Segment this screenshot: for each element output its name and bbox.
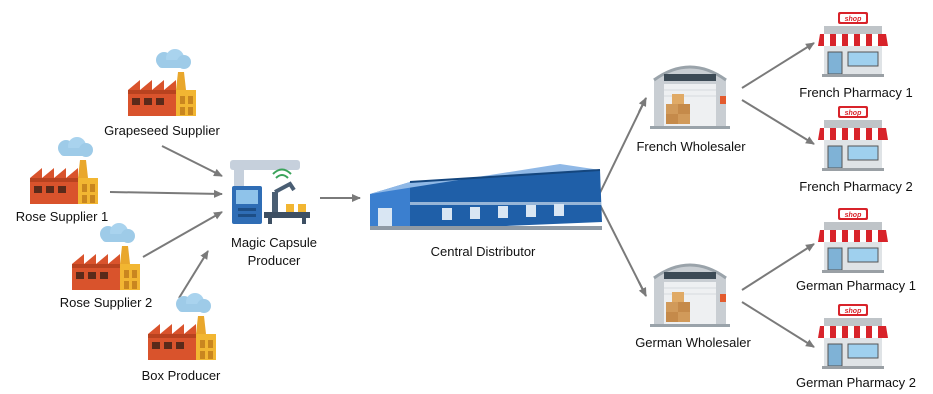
rose-supplier-1-factory-icon <box>30 137 98 204</box>
german-wholesaler-depot-icon <box>648 263 732 329</box>
french-wholesaler-label: French Wholesaler <box>636 139 746 154</box>
producer-label-line1: Magic Capsule <box>231 235 317 250</box>
german-pharmacy-1-label: German Pharmacy 1 <box>796 278 916 293</box>
french-pharmacy-2-label: French Pharmacy 2 <box>799 179 913 194</box>
french-pharmacy-1-shop-icon <box>817 11 889 78</box>
box-producer-label: Box Producer <box>141 368 221 383</box>
central-distributor-warehouse-icon <box>370 164 602 230</box>
grapeseed-supplier-factory-icon <box>128 49 196 116</box>
arrow-german-wholesaler-to-pharmacy-2 <box>741 301 815 348</box>
arrow-grapeseed-to-producer <box>161 145 223 177</box>
central-distributor-label: Central Distributor <box>430 244 536 259</box>
grapeseed-supplier-label: Grapeseed Supplier <box>104 123 220 138</box>
arrow-head-german-wholesaler <box>638 281 647 297</box>
arrow-rose1-to-producer <box>109 189 223 198</box>
french-wholesaler-depot-icon <box>648 65 732 131</box>
german-wholesaler-label: German Wholesaler <box>635 335 751 350</box>
arrow-german-wholesaler-to-pharmacy-1 <box>741 243 815 291</box>
arrow-box-to-producer <box>178 250 209 299</box>
production-line-icon <box>230 160 310 224</box>
german-pharmacy-1-shop-icon <box>817 207 889 274</box>
german-pharmacy-2-label: German Pharmacy 2 <box>796 375 916 390</box>
french-pharmacy-1-label: French Pharmacy 1 <box>799 85 913 100</box>
arrow-french-wholesaler-to-pharmacy-2 <box>741 99 815 145</box>
producer-label-line2: Producer <box>247 253 301 268</box>
arrow-french-wholesaler-to-pharmacy-1 <box>741 42 815 89</box>
rose-supplier-2-label: Rose Supplier 2 <box>59 295 153 310</box>
arrow-head-french-wholesaler <box>638 97 647 113</box>
rose-supplier-2-factory-icon <box>72 223 140 290</box>
german-pharmacy-2-shop-icon <box>817 303 889 370</box>
box-producer-factory-icon <box>148 293 216 360</box>
french-pharmacy-2-shop-icon <box>817 105 889 172</box>
arrow-distributor-to-wholesalers <box>595 97 647 297</box>
arrow-rose2-to-producer <box>142 211 223 258</box>
rose-supplier-1-label: Rose Supplier 1 <box>15 209 109 224</box>
